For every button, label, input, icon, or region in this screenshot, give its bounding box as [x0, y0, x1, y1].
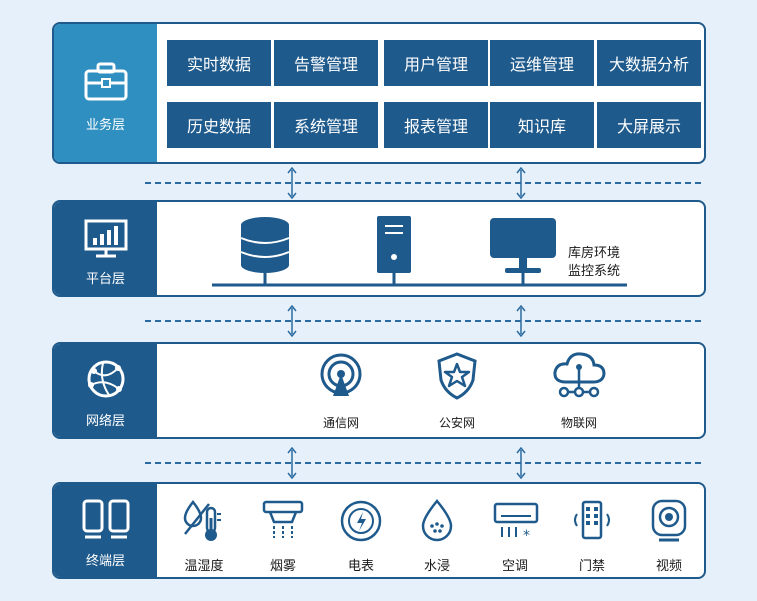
monitor-icon — [490, 218, 556, 285]
btn-big-data-analysis[interactable]: 大数据分析 — [597, 40, 701, 86]
water-drop-icon — [421, 499, 453, 542]
double-arrow-icon — [287, 447, 297, 479]
btn-big-screen[interactable]: 大屏展示 — [597, 102, 701, 148]
connector-line — [145, 320, 701, 322]
terminal-layer-side: 终端层 — [54, 484, 157, 577]
globe-network-icon — [83, 358, 129, 404]
signal-tower-icon — [320, 353, 362, 396]
double-arrow-icon — [516, 305, 526, 337]
connector-line — [145, 462, 701, 464]
double-arrow-icon — [287, 167, 297, 199]
police-shield-icon — [437, 352, 477, 400]
btn-user-management[interactable]: 用户管理 — [384, 40, 488, 86]
device-label: 烟雾 — [269, 559, 296, 574]
btn-history-data[interactable]: 历史数据 — [167, 102, 271, 148]
speakers-icon — [81, 498, 131, 544]
access-control-icon — [574, 500, 610, 540]
double-arrow-icon — [516, 167, 526, 199]
platform-layer-label: 平台层 — [85, 272, 125, 287]
network-node-label: 公安网 — [438, 416, 475, 430]
camera-icon — [651, 499, 687, 542]
business-layer-label: 业务层 — [85, 118, 125, 133]
device-label: 空调 — [501, 559, 528, 574]
business-layer-side: 业务层 — [54, 24, 157, 162]
briefcase-icon — [83, 62, 129, 106]
business-layer-content: 实时数据 告警管理 用户管理 运维管理 大数据分析 历史数据 系统管理 报表管理… — [157, 24, 704, 162]
network-node-label: 物联网 — [560, 416, 597, 430]
btn-alarm-management[interactable]: 告警管理 — [274, 40, 378, 86]
network-layer: 网络层 通信网 公安网 物联网 — [52, 342, 706, 439]
database-icon — [240, 217, 290, 285]
device-label: 温湿度 — [184, 559, 224, 574]
network-layer-label: 网络层 — [85, 414, 125, 429]
connector-line — [145, 182, 701, 184]
double-arrow-icon — [516, 447, 526, 479]
platform-layer: 平台层 — [52, 200, 706, 297]
business-layer: 业务层 实时数据 告警管理 用户管理 运维管理 大数据分析 历史数据 系统管理 … — [52, 22, 706, 164]
terminal-layer-content: 温湿度 烟雾 电表 水浸 — [157, 484, 704, 577]
btn-realtime-data[interactable]: 实时数据 — [167, 40, 271, 86]
double-arrow-icon — [287, 305, 297, 337]
air-conditioner-icon: * — [493, 502, 539, 542]
platform-layer-content: 库房环境 监控系统 — [157, 202, 704, 295]
platform-network-diagram — [212, 216, 627, 287]
server-icon — [377, 216, 411, 285]
device-label: 门禁 — [578, 559, 605, 574]
network-node-label: 通信网 — [322, 416, 359, 430]
platform-layer-side: 平台层 — [54, 202, 157, 295]
monitor-system-label-line1: 库房环境 — [568, 246, 621, 261]
btn-ops-management[interactable]: 运维管理 — [490, 40, 594, 86]
terminal-layer: 终端层 温湿度 烟雾 电表 — [52, 482, 706, 579]
terminal-layer-label: 终端层 — [85, 554, 125, 569]
monitor-system-label-line2: 监控系统 — [568, 264, 621, 279]
svg-text:*: * — [523, 528, 530, 542]
device-label: 水浸 — [423, 559, 450, 574]
bar-chart-monitor-icon — [83, 218, 129, 262]
network-layer-side: 网络层 — [54, 344, 157, 437]
device-label: 视频 — [655, 559, 682, 574]
btn-knowledge-base[interactable]: 知识库 — [490, 102, 594, 148]
btn-system-management[interactable]: 系统管理 — [274, 102, 378, 148]
device-label: 电表 — [347, 559, 374, 574]
cloud-network-icon — [553, 352, 606, 398]
smoke-detector-icon — [262, 500, 304, 538]
power-meter-icon — [340, 500, 382, 542]
network-layer-content: 通信网 公安网 物联网 — [157, 344, 704, 437]
thermometer-droplet-icon — [183, 499, 221, 541]
btn-report-management[interactable]: 报表管理 — [384, 102, 488, 148]
